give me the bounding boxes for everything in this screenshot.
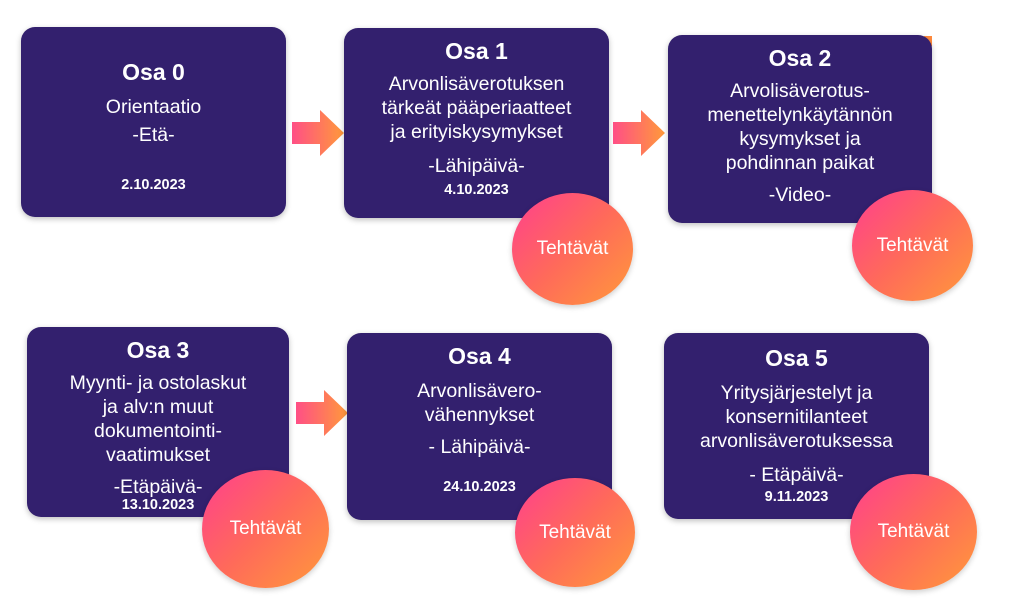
part-4-title: Osa 4 xyxy=(448,343,511,369)
part-3-line-5: -Etäpäivä- xyxy=(113,476,203,498)
part-4-line-2: vähennykset xyxy=(424,404,535,426)
part-0-box: Osa 0 Orientaatio -Etä- 2.10.2023 xyxy=(21,27,286,217)
part-4-date: 24.10.2023 xyxy=(443,479,516,495)
part-5-line-2: konsernitilanteet xyxy=(725,406,868,428)
part-2-line-4: pohdinnan paikat xyxy=(725,152,875,174)
arrow-right-icon xyxy=(296,390,348,436)
part-5-title: Osa 5 xyxy=(765,345,828,371)
part-5-line-3: arvonlisäverotuksessa xyxy=(700,430,893,452)
part-0-title: Osa 0 xyxy=(122,59,185,85)
part-0-date: 2.10.2023 xyxy=(121,177,186,193)
part-1-line-4: -Lähipäivä- xyxy=(428,155,525,177)
part-4-line-3: - Lähipäivä- xyxy=(428,436,531,458)
part-1-tasks-button[interactable]: Tehtävät xyxy=(512,193,633,305)
part-2-line-5: -Video- xyxy=(768,184,832,206)
part-5-line-4: - Etäpäivä- xyxy=(749,464,844,486)
part-3-line-4: vaatimukset xyxy=(105,444,211,466)
part-5-tasks-button[interactable]: Tehtävät xyxy=(850,474,977,590)
part-0-line-2: -Etä- xyxy=(132,124,175,146)
part-4-tasks-button[interactable]: Tehtävät xyxy=(515,478,635,587)
arrow-right-icon xyxy=(613,110,665,156)
part-2-line-1: Arvolisäverotus- xyxy=(730,80,870,102)
part-1-date: 4.10.2023 xyxy=(444,182,509,198)
arrow-right-icon xyxy=(292,110,344,156)
part-2-line-3: kysymykset ja xyxy=(739,128,861,150)
part-3-box: Osa 3 Myynti- ja ostolaskut ja alv:n muu… xyxy=(27,327,289,517)
part-2-title: Osa 2 xyxy=(768,45,832,71)
part-5-date: 9.11.2023 xyxy=(764,489,829,505)
part-5-line-1: Yritysjärjestelyt ja xyxy=(720,382,873,404)
part-2-box: Osa 2 Arvolisäverotus- menettelynkäytänn… xyxy=(668,35,932,223)
part-1-line-3: ja erityiskysymykset xyxy=(390,121,563,143)
part-2-tasks-button[interactable]: Tehtävät xyxy=(852,190,973,301)
part-1-line-2: tärkeät pääperiaatteet xyxy=(381,97,572,119)
part-4-box: Osa 4 Arvonlisävero- vähennykset - Lähip… xyxy=(347,333,612,520)
part-0-line-1: Orientaatio xyxy=(105,96,202,118)
part-3-line-3: dokumentointi- xyxy=(94,420,222,442)
part-3-date: 13.10.2023 xyxy=(121,497,195,513)
part-3-tasks-button[interactable]: Tehtävät xyxy=(202,470,329,588)
part-1-box: Osa 1 Arvonlisäverotuksen tärkeät pääper… xyxy=(344,28,609,218)
part-1-title: Osa 1 xyxy=(445,38,508,64)
part-2-line-2: menettelynkäytännön xyxy=(707,104,893,126)
part-1-line-1: Arvonlisäverotuksen xyxy=(388,73,565,95)
part-3-title: Osa 3 xyxy=(126,337,190,363)
part-4-line-1: Arvonlisävero- xyxy=(417,380,542,402)
part-3-line-2: ja alv:n muut xyxy=(102,396,214,418)
part-3-line-1: Myynti- ja ostolaskut xyxy=(69,372,247,394)
